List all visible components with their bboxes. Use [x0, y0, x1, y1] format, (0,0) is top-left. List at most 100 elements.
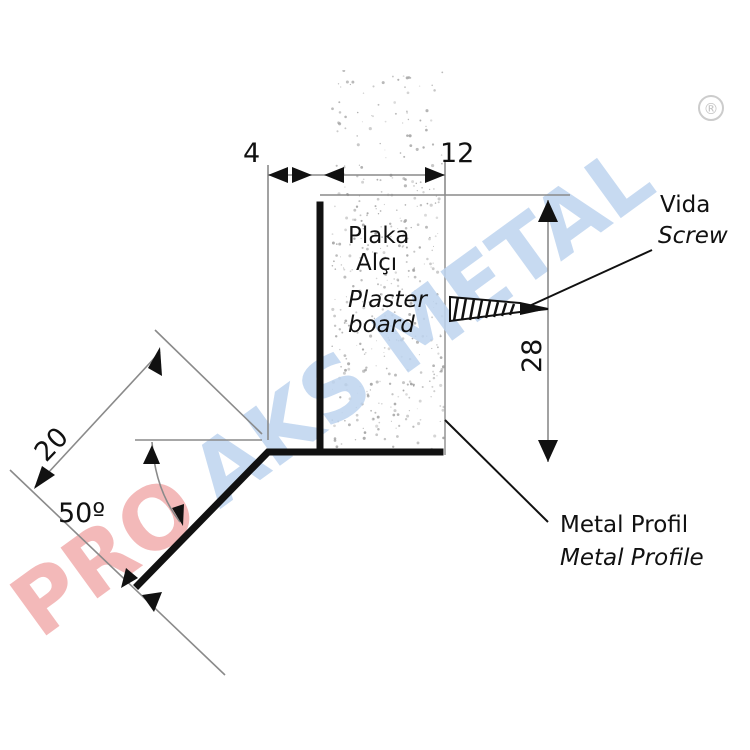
speckle	[362, 178, 365, 181]
speckle	[376, 178, 379, 181]
speckle	[372, 418, 375, 420]
speckle	[342, 371, 346, 375]
speckle	[416, 205, 418, 207]
speckle	[405, 261, 408, 263]
speckle	[406, 383, 409, 386]
speckle	[423, 263, 426, 265]
speckle	[406, 414, 410, 418]
board-label-en-2: board	[348, 312, 415, 338]
speckle	[406, 91, 410, 95]
speckle	[432, 364, 435, 368]
speckle	[417, 308, 419, 311]
speckle	[388, 339, 391, 341]
speckle	[437, 201, 440, 204]
speckle	[410, 226, 412, 229]
speckle	[422, 191, 425, 194]
speckle	[362, 92, 365, 94]
dimension-28: 28	[517, 339, 548, 373]
speckle	[338, 328, 342, 331]
speckle	[360, 166, 364, 169]
speckle	[437, 352, 440, 355]
speckle	[429, 236, 431, 239]
speckle	[415, 340, 420, 344]
speckle	[431, 347, 433, 350]
speckle	[338, 101, 341, 104]
speckle	[356, 143, 360, 147]
speckle	[331, 241, 335, 245]
screw-leader-line	[526, 249, 653, 308]
speckle	[433, 373, 436, 376]
speckle	[413, 275, 417, 279]
speckle	[331, 419, 334, 421]
speckle	[345, 300, 349, 304]
speckle	[401, 246, 404, 248]
speckle	[379, 293, 382, 296]
speckle	[355, 311, 358, 314]
speckle	[397, 395, 400, 398]
speckle	[379, 179, 382, 182]
speckle	[402, 177, 406, 180]
speckle	[429, 262, 432, 266]
speckle	[380, 292, 383, 296]
speckle	[335, 445, 339, 449]
speckle	[432, 370, 435, 373]
speckle	[442, 436, 445, 440]
speckle	[379, 380, 381, 383]
speckle	[343, 354, 347, 357]
speckle	[353, 208, 357, 212]
speckle	[411, 337, 414, 340]
speckle	[433, 307, 435, 309]
speckle	[408, 409, 411, 412]
speckle	[397, 295, 400, 298]
speckle	[391, 393, 394, 396]
speckle	[340, 264, 343, 266]
speckle	[386, 279, 388, 281]
speckle	[380, 191, 383, 193]
speckle	[360, 402, 364, 406]
speckle	[390, 420, 392, 422]
speckle	[381, 308, 385, 311]
speckle	[386, 245, 389, 247]
speckle	[389, 324, 392, 328]
speckle	[359, 214, 362, 217]
speckle	[403, 155, 406, 158]
dimension-20: 20	[29, 422, 75, 468]
speckle	[396, 413, 400, 416]
speckle	[421, 186, 423, 189]
speckle	[434, 202, 437, 204]
speckle	[331, 380, 335, 384]
speckle	[365, 352, 367, 354]
speckle	[352, 284, 355, 288]
speckle	[401, 288, 404, 291]
speckle	[331, 107, 334, 111]
speckle	[339, 396, 342, 399]
speckle	[385, 335, 387, 337]
speckle	[429, 203, 433, 207]
speckle	[344, 420, 346, 422]
speckle	[412, 383, 415, 387]
speckle	[341, 331, 344, 334]
speckle	[347, 423, 351, 427]
speckle	[437, 346, 439, 349]
speckle	[355, 418, 359, 422]
screw-label-tr: Vida	[660, 192, 710, 218]
speckle	[403, 184, 407, 188]
speckle	[363, 323, 365, 325]
speckle	[406, 254, 409, 257]
board-label-tr-1: Plaka	[348, 223, 409, 249]
speckle	[399, 217, 401, 219]
speckle	[383, 314, 387, 317]
svg-text:®: ®	[704, 100, 719, 118]
watermark-aks-metal: AKS METAL	[173, 127, 671, 527]
height-dimension	[538, 200, 558, 462]
speckle	[383, 203, 386, 206]
speckle	[416, 408, 418, 410]
speckle	[383, 355, 386, 358]
dimension-angle: 50º	[58, 498, 105, 529]
speckle	[371, 115, 373, 117]
speckle	[369, 389, 372, 391]
speckle	[366, 214, 368, 217]
speckle	[390, 225, 393, 228]
speckle	[396, 435, 399, 438]
